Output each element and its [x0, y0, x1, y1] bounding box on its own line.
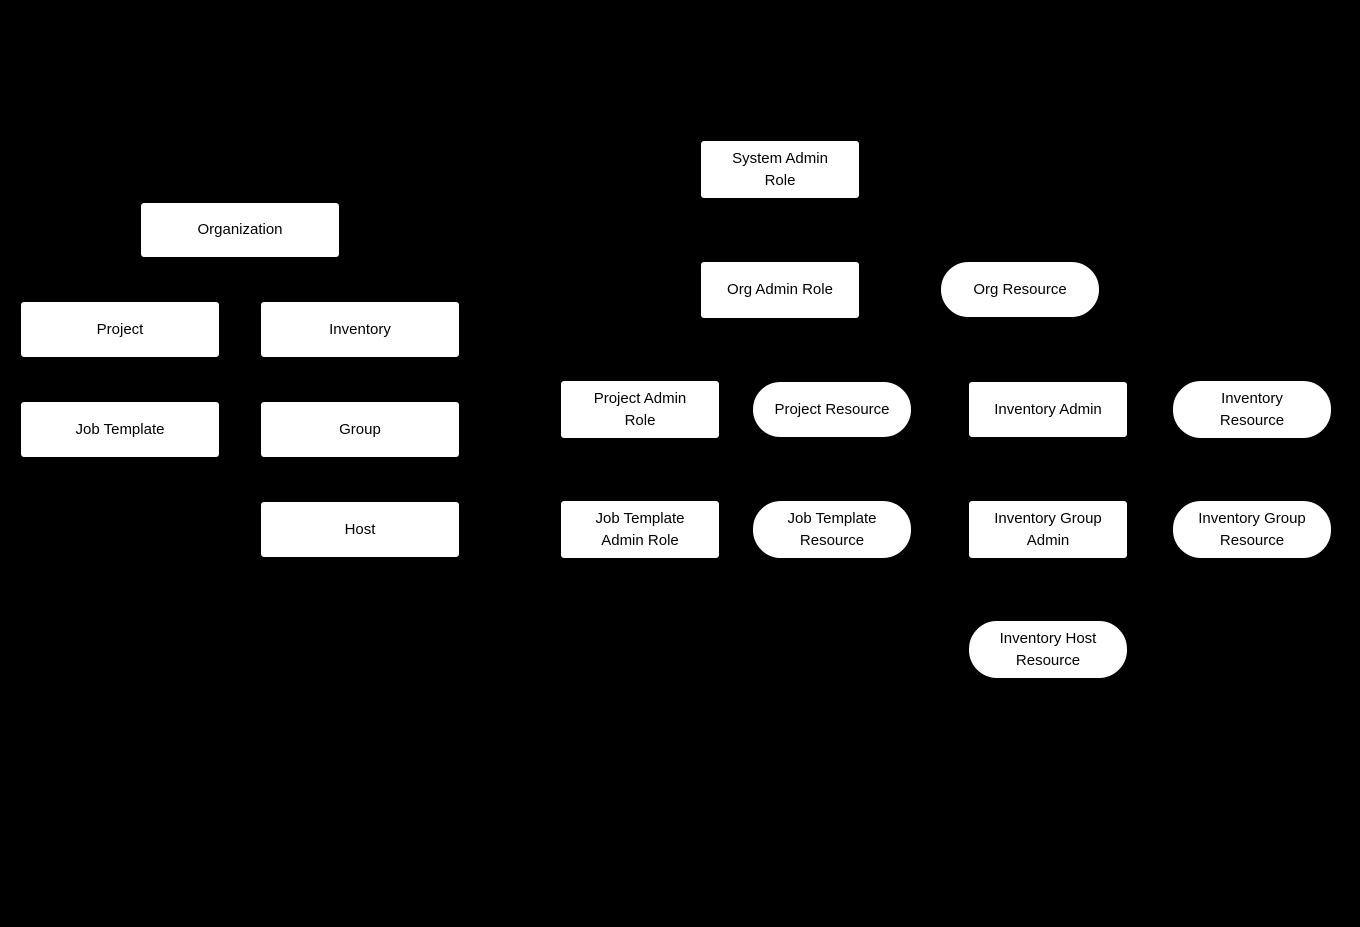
node-org-resource: Org Resource — [941, 262, 1099, 317]
node-host: Host — [261, 502, 459, 557]
node-inventory-admin: Inventory Admin — [969, 382, 1127, 437]
node-inventory-resource: Inventory Resource — [1173, 381, 1331, 438]
node-inventory-group-admin: Inventory Group Admin — [969, 501, 1127, 558]
node-organization: Organization — [141, 203, 339, 257]
node-job-template: Job Template — [21, 402, 219, 457]
node-project-resource: Project Resource — [753, 382, 911, 437]
node-org-admin-role: Org Admin Role — [701, 262, 859, 318]
node-system-admin-role: System Admin Role — [701, 141, 859, 198]
node-job-template-resource: Job Template Resource — [753, 501, 911, 558]
node-job-template-admin-role: Job Template Admin Role — [561, 501, 719, 558]
node-project: Project — [21, 302, 219, 357]
node-group: Group — [261, 402, 459, 457]
node-project-admin-role: Project Admin Role — [561, 381, 719, 438]
node-inventory: Inventory — [261, 302, 459, 357]
node-inventory-host-resource: Inventory Host Resource — [969, 621, 1127, 678]
node-inventory-group-resource: Inventory Group Resource — [1173, 501, 1331, 558]
